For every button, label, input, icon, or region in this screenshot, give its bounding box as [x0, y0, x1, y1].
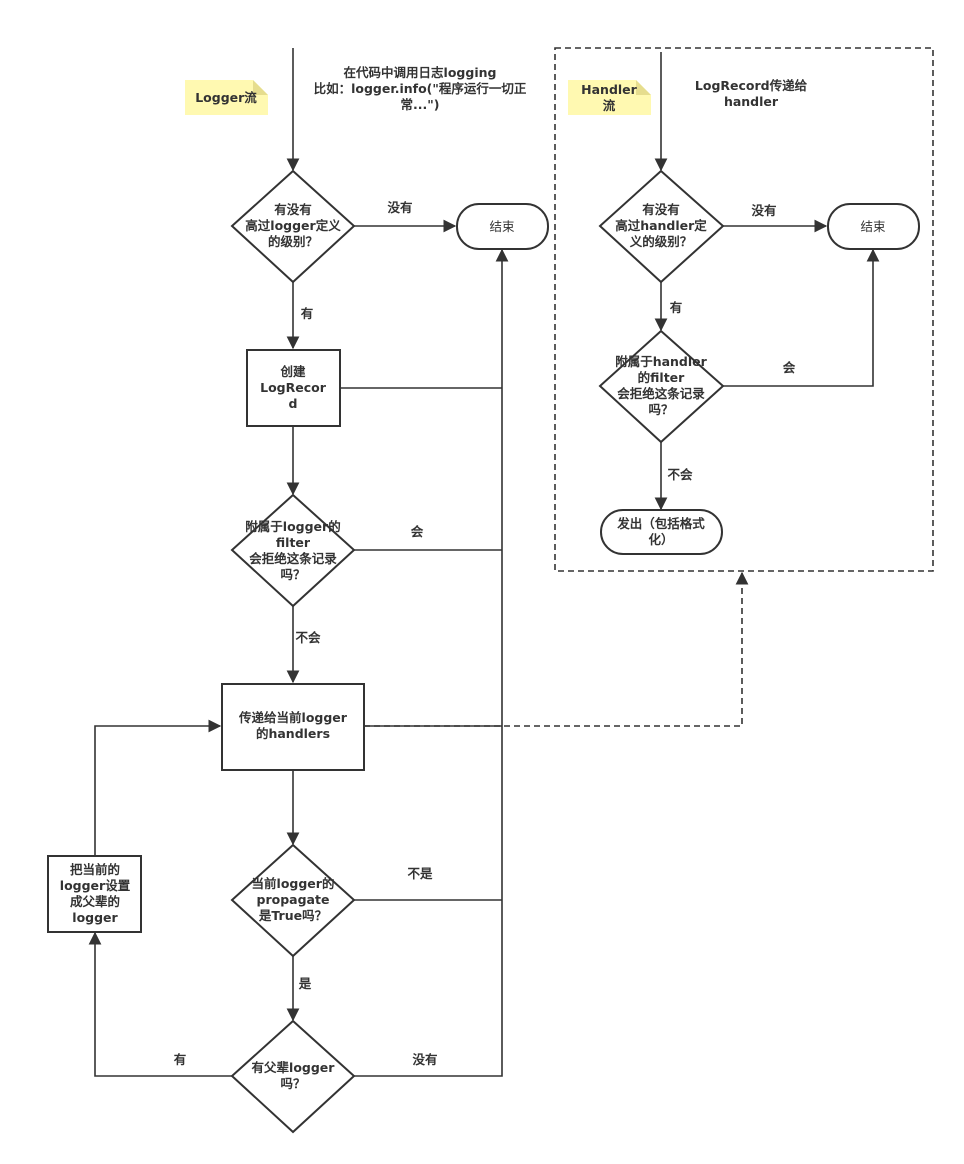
handler-flow-note: Handler 流 — [568, 80, 651, 115]
edge-labels: 没有 有 会 不会 不是 是 有 没有 没有 有 会 不会 — [174, 200, 796, 1067]
svg-text:比如：logger.info("程序运行一切正: 比如：logger.info("程序运行一切正 — [314, 81, 527, 96]
svg-text:的filter: 的filter — [638, 370, 686, 385]
svg-text:吗？: 吗？ — [648, 402, 673, 417]
svg-text:propagate: propagate — [257, 892, 330, 907]
edge-label: 有 — [301, 306, 314, 321]
edge-label: 没有 — [751, 203, 776, 218]
edge-label: 有 — [174, 1052, 187, 1067]
handler-flow-frame — [554, 47, 934, 572]
handler-flow-note-line: Handler — [581, 82, 638, 97]
svg-text:在代码中调用日志logging: 在代码中调用日志logging — [344, 65, 497, 80]
svg-text:结束: 结束 — [489, 219, 515, 234]
handler-flow-note-line: 流 — [603, 98, 616, 113]
svg-text:有没有: 有没有 — [274, 202, 312, 217]
edge-label: 会 — [411, 524, 424, 539]
svg-text:有没有: 有没有 — [642, 202, 680, 217]
pass-to-handlers-box: 传递给当前logger 的handlers — [221, 683, 365, 771]
svg-text:logger: logger — [72, 910, 118, 925]
edge-label: 会 — [783, 360, 796, 375]
set-parent-logger-box: 把当前的 logger设置 成父辈的 logger — [47, 855, 142, 933]
logger-entry-text: 在代码中调用日志logging 比如：logger.info("程序运行一切正 … — [314, 65, 527, 112]
svg-text:吗？: 吗？ — [280, 1076, 305, 1091]
svg-text:handler: handler — [724, 94, 779, 109]
edge-label: 没有 — [387, 200, 412, 215]
svg-text:义的级别？: 义的级别？ — [629, 234, 693, 249]
edge-label: 不是 — [407, 866, 433, 881]
svg-text:会拒绝这条记录: 会拒绝这条记录 — [617, 386, 705, 401]
edge-label: 不会 — [667, 467, 693, 482]
handler-connectors — [654, 52, 880, 511]
edge-label: 是 — [298, 976, 312, 991]
svg-text:的级别？: 的级别？ — [268, 234, 318, 249]
svg-text:的handlers: 的handlers — [256, 726, 330, 741]
svg-text:高过handler定: 高过handler定 — [615, 218, 707, 233]
logger-level-decision: 有没有 高过logger定义 的级别？ — [230, 169, 356, 284]
svg-text:化）: 化） — [648, 532, 673, 547]
edge-label: 不会 — [295, 630, 321, 645]
logger-flow-note: Logger流 — [185, 80, 268, 115]
svg-text:logger设置: logger设置 — [60, 878, 131, 893]
svg-text:LogRecor: LogRecor — [260, 380, 327, 395]
logger-flow-note-text: Logger流 — [195, 90, 257, 105]
svg-text:当前logger的: 当前logger的 — [252, 876, 335, 891]
logger-connectors — [88, 48, 749, 1077]
svg-text:吗？: 吗？ — [280, 567, 305, 582]
svg-text:成父辈的: 成父辈的 — [70, 894, 120, 909]
svg-text:传递给当前logger: 传递给当前logger — [238, 710, 348, 725]
svg-text:创建: 创建 — [279, 364, 306, 379]
handler-level-decision: 有没有 高过handler定 义的级别？ — [598, 169, 725, 284]
handler-filter-decision: 附属于handler 的filter 会拒绝这条记录 吗？ — [598, 329, 725, 444]
logger-end-terminal: 结束 — [456, 203, 549, 250]
svg-text:结束: 结束 — [860, 219, 886, 234]
svg-text:会拒绝这条记录: 会拒绝这条记录 — [249, 551, 337, 566]
emit-record-terminal: 发出（包括格式 化） — [600, 509, 723, 555]
svg-text:附属于logger的: 附属于logger的 — [245, 519, 340, 534]
svg-text:LogRecord传递给: LogRecord传递给 — [695, 78, 808, 93]
parent-logger-decision: 有父辈logger 吗？ — [230, 1019, 356, 1134]
svg-text:把当前的: 把当前的 — [70, 862, 120, 877]
svg-text:高过logger定义: 高过logger定义 — [245, 218, 341, 233]
svg-text:filter: filter — [276, 535, 311, 550]
svg-text:是True吗？: 是True吗？ — [258, 908, 327, 923]
create-logrecord-box: 创建 LogRecor d — [246, 349, 341, 427]
svg-text:发出（包括格式: 发出（包括格式 — [616, 516, 705, 531]
handler-entry-text: LogRecord传递给 handler — [695, 78, 808, 109]
logger-filter-decision: 附属于logger的 filter 会拒绝这条记录 吗？ — [230, 493, 356, 608]
handler-end-terminal: 结束 — [827, 203, 920, 250]
svg-text:常..."): 常...") — [401, 97, 440, 112]
svg-text:d: d — [289, 396, 298, 411]
propagate-decision: 当前logger的 propagate 是True吗？ — [230, 843, 356, 958]
svg-text:附属于handler: 附属于handler — [615, 354, 707, 369]
edge-label: 没有 — [412, 1052, 437, 1067]
svg-text:有父辈logger: 有父辈logger — [252, 1060, 336, 1075]
edge-label: 有 — [670, 300, 683, 315]
